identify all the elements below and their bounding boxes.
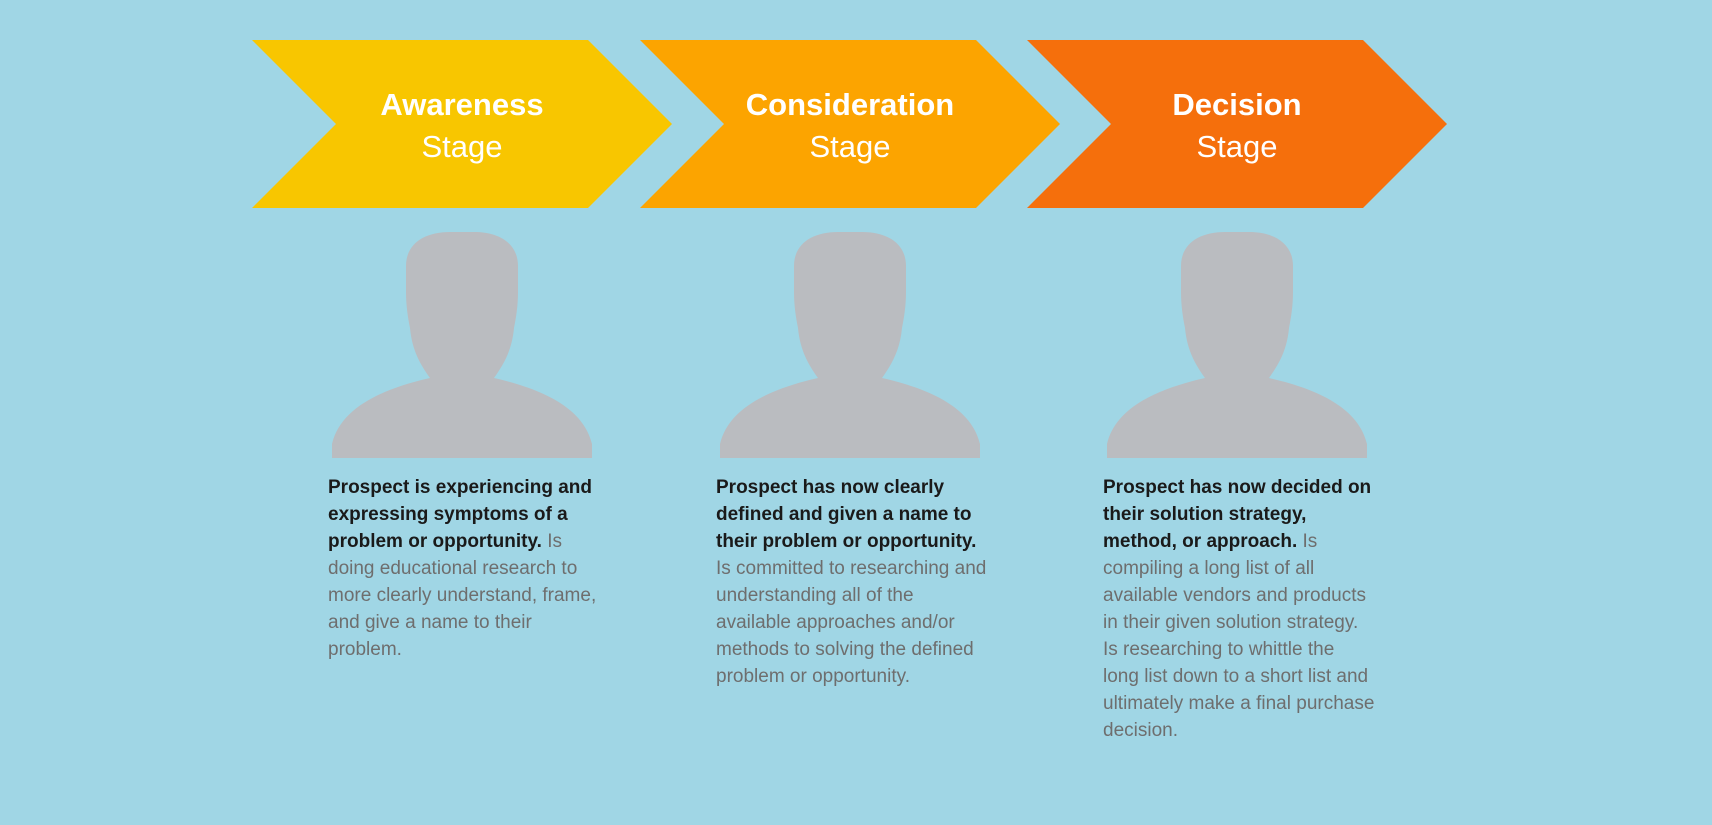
stage-decision-chevron (1027, 40, 1447, 208)
person-icon (332, 232, 592, 458)
stage-decision-title: Decision Stage (1027, 84, 1447, 168)
stage-consideration: Consideration Stage Prospect has now cle… (640, 0, 1060, 825)
stage-sub: Stage (1196, 129, 1278, 164)
stage-name: Decision (1172, 87, 1302, 122)
description-lead: Prospect is experiencing and expressing … (328, 477, 592, 552)
description-rest: Is committed to researching and understa… (716, 558, 987, 687)
stage-awareness-title: Awareness Stage (252, 84, 672, 168)
description-rest: Is doing educational research to more cl… (328, 531, 597, 660)
description-lead: Prospect has now clearly defined and giv… (716, 477, 977, 552)
stage-consideration-title: Consideration Stage (640, 84, 1060, 168)
stage-sub: Stage (809, 129, 891, 164)
stage-consideration-description: Prospect has now clearly defined and giv… (716, 474, 988, 690)
chevron-shape (640, 40, 1060, 208)
person-icon (720, 232, 980, 458)
stage-sub: Stage (421, 129, 503, 164)
description-lead: Prospect has now decided on their soluti… (1103, 477, 1372, 552)
chevron-shape (1027, 40, 1447, 208)
stage-awareness: Awareness Stage Prospect is experiencing… (252, 0, 672, 825)
person-shape (1107, 232, 1367, 458)
stage-decision: Decision Stage Prospect has now decided … (1027, 0, 1447, 825)
stage-decision-description: Prospect has now decided on their soluti… (1103, 474, 1375, 744)
stage-consideration-chevron (640, 40, 1060, 208)
stage-name: Consideration (745, 87, 955, 122)
chevron-shape (252, 40, 672, 208)
person-shape (720, 232, 980, 458)
description-rest: Is compiling a long list of all availabl… (1103, 531, 1375, 741)
stage-awareness-chevron (252, 40, 672, 208)
person-shape (332, 232, 592, 458)
person-icon (1107, 232, 1367, 458)
stage-name: Awareness (380, 87, 544, 122)
stage-awareness-description: Prospect is experiencing and expressing … (328, 474, 600, 663)
